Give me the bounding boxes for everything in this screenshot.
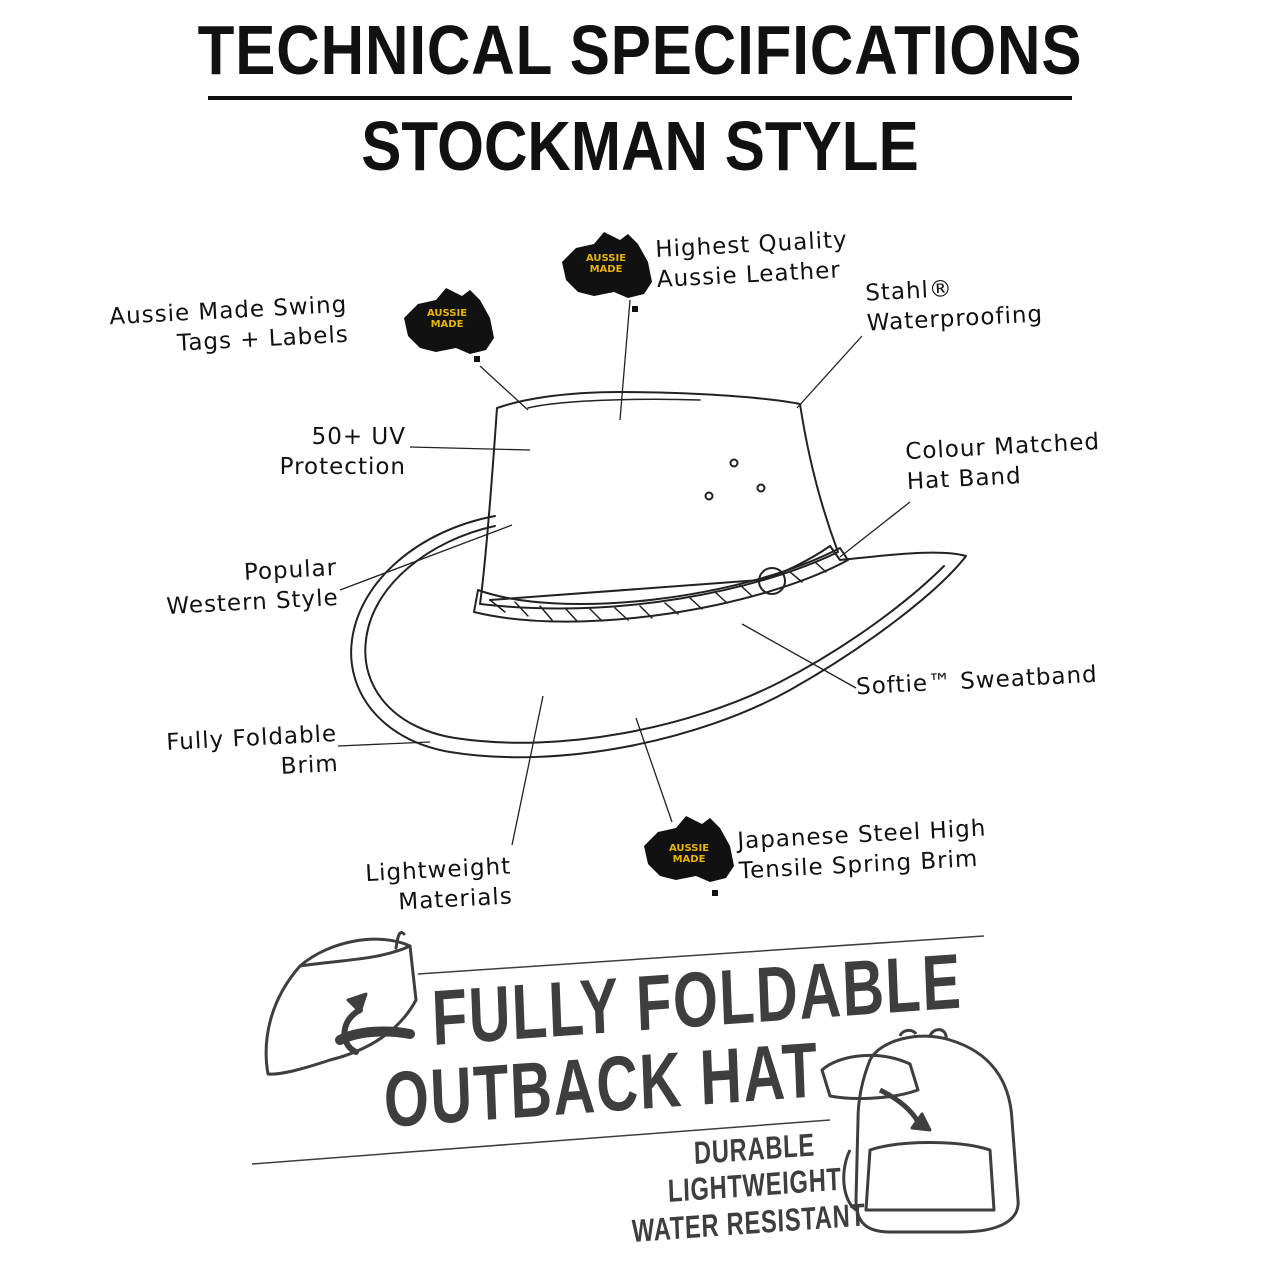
callout-hat-band: Colour Matched Hat Band xyxy=(904,428,1101,496)
backpack-icon xyxy=(854,1034,1020,1234)
promo-rule-top xyxy=(417,935,985,975)
hat-band-emblem xyxy=(758,567,786,595)
badge-text-line1: AUSSIE xyxy=(668,843,710,854)
fold-arrow-icon xyxy=(341,1007,363,1055)
australia-map-icon xyxy=(644,816,734,882)
aussie-made-badge-leather: AUSSIE MADE xyxy=(576,253,636,275)
callout-uv: 50+ UV Protection xyxy=(279,424,406,480)
leader-waterproofing xyxy=(796,335,863,409)
folded-hat-icon xyxy=(264,937,418,1076)
callout-waterproofing: Stahl® Waterproofing xyxy=(864,276,1044,337)
leader-foldable-brim xyxy=(337,741,431,747)
callout-western: Popular Western Style xyxy=(165,555,340,620)
leader-leather xyxy=(619,299,631,421)
promo-rule-bottom xyxy=(251,1119,831,1165)
leader-hat-band xyxy=(839,501,911,558)
hat-eyelet xyxy=(704,491,714,501)
australia-map-icon xyxy=(404,288,494,354)
hat-eyelet xyxy=(729,458,739,468)
title-block: TECHNICAL SPECIFICATIONS xyxy=(0,6,1280,94)
hat-eyelet xyxy=(756,483,766,493)
callout-lightweight: Lightweight Materials xyxy=(364,853,514,916)
badge-text-line1: AUSSIE xyxy=(426,308,468,319)
page-subtitle: STOCKMAN STYLE xyxy=(361,107,919,185)
hat-crown-dent xyxy=(527,398,701,409)
leader-uv xyxy=(409,446,531,451)
title-underline xyxy=(208,96,1072,100)
page-title: TECHNICAL SPECIFICATIONS xyxy=(197,11,1083,89)
aussie-made-badge-spring-brim: AUSSIE MADE xyxy=(659,843,719,865)
badge-text-line2: MADE xyxy=(430,319,464,330)
callout-swing-tags: Aussie Made Swing Tags + Labels xyxy=(108,291,350,357)
leader-lightweight xyxy=(511,695,544,846)
leader-western xyxy=(339,524,513,591)
callout-leather: Highest Quality Aussie Leather xyxy=(654,227,849,293)
leader-swing-tags xyxy=(479,365,529,411)
hat-band xyxy=(473,547,849,623)
badge-text-line2: MADE xyxy=(672,854,706,865)
leader-sweatband xyxy=(741,623,857,689)
hat-brim-outline xyxy=(350,515,967,759)
hat-brim-edge xyxy=(364,525,945,744)
hat-crown-outline xyxy=(479,391,839,610)
australia-map-icon xyxy=(562,232,652,298)
callout-foldable-brim: Fully Foldable Brim xyxy=(165,720,340,780)
leader-spring-brim xyxy=(635,717,673,823)
badge-text-line1: AUSSIE xyxy=(585,253,627,264)
badge-text-line2: MADE xyxy=(589,264,623,275)
aussie-made-badge-swing-tags: AUSSIE MADE xyxy=(417,308,477,330)
